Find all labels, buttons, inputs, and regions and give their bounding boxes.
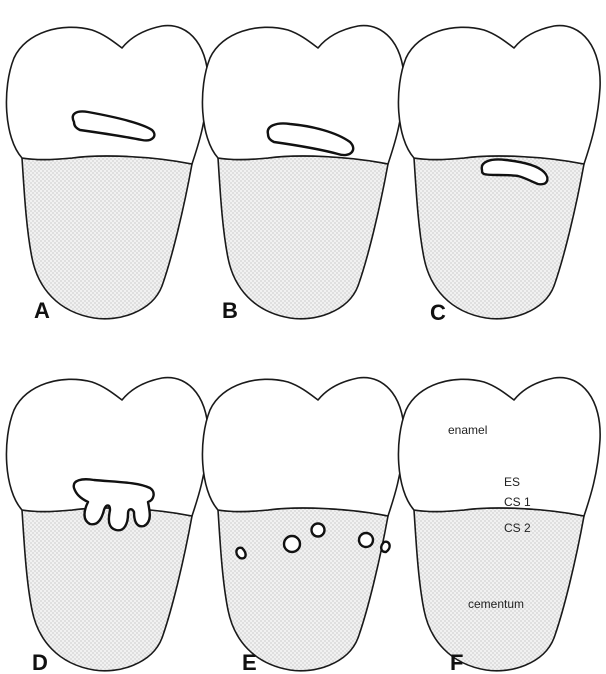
lesion-round-3 <box>359 533 373 547</box>
root-dentin <box>22 508 192 671</box>
lesion-edge-right <box>381 542 389 552</box>
panel-label-b: B <box>222 298 238 323</box>
panel-f: enamel ES CS 1 CS 2 cementum F <box>398 378 600 674</box>
panel-a: A <box>6 26 208 323</box>
annotation-cs2: CS 2 <box>504 521 531 535</box>
lesion-edge-left <box>236 548 245 559</box>
panel-b: B <box>202 26 404 323</box>
lesion-round-1 <box>312 524 325 537</box>
panel-label-a: A <box>34 298 50 323</box>
annotation-cs1: CS 1 <box>504 495 531 509</box>
panel-c: C <box>398 26 600 325</box>
root-dentin <box>414 508 584 671</box>
crown-enamel <box>6 26 208 164</box>
panel-e: E <box>202 378 404 674</box>
root-dentin <box>218 508 388 671</box>
lesion-round-2 <box>284 536 300 552</box>
annotation-enamel: enamel <box>448 423 487 437</box>
panel-d: D <box>6 378 208 674</box>
annotation-cementum: cementum <box>468 597 524 611</box>
crown-enamel <box>202 378 404 516</box>
panel-label-f: F <box>450 650 463 674</box>
crown-enamel <box>398 26 600 164</box>
root-dentin <box>414 156 584 319</box>
root-dentin <box>218 156 388 319</box>
crown-enamel <box>398 378 600 516</box>
root-dentin <box>22 156 192 319</box>
panel-label-d: D <box>32 650 48 674</box>
annotation-es: ES <box>504 475 520 489</box>
panel-label-e: E <box>242 650 257 674</box>
panel-label-c: C <box>430 300 446 325</box>
